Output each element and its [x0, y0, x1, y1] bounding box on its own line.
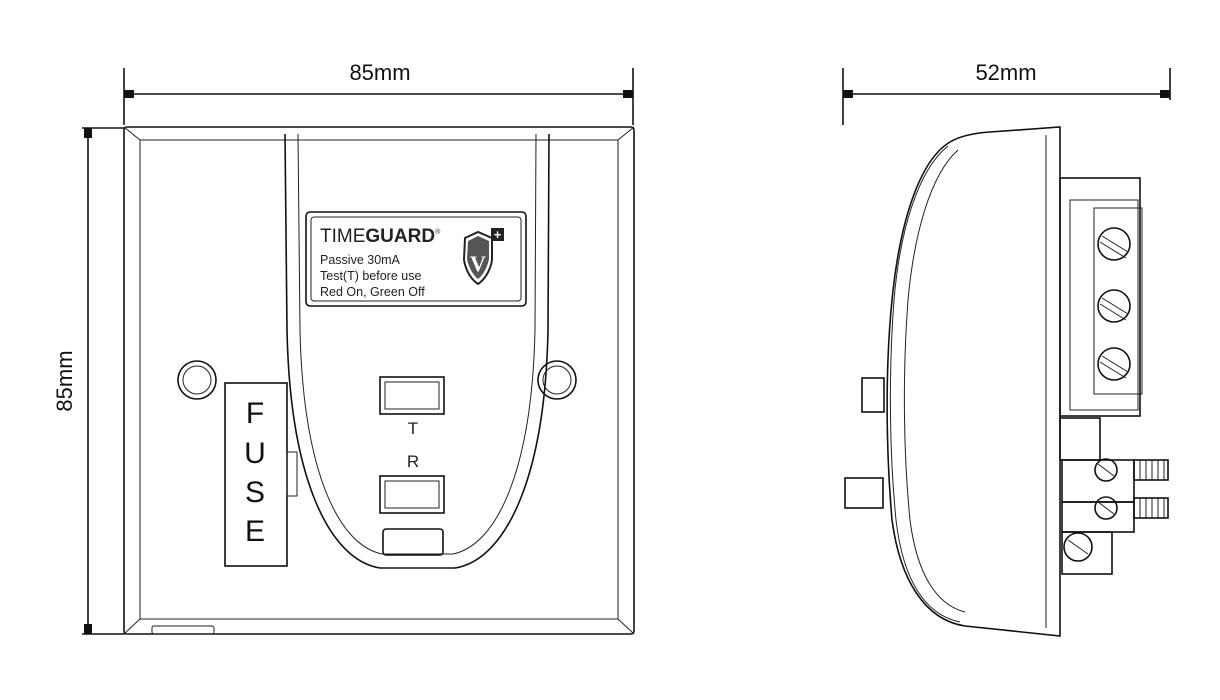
front-height-label: 85mm [52, 350, 77, 411]
fuse-letter-u: U [244, 437, 268, 470]
indicator-light [382, 528, 444, 556]
brand-logo-text: TIMEGUARD® [320, 226, 441, 247]
terminal-screw-icon-1 [1097, 227, 1131, 261]
test-button-label: T [408, 419, 418, 438]
front-width-label: 85mm [349, 60, 410, 85]
test-button[interactable] [379, 376, 445, 415]
label-line-1: Passive 30mA [320, 253, 401, 267]
front-width-dimension: 85mm [123, 60, 634, 125]
threaded-stud-upper [1133, 459, 1169, 481]
side-depth-dimension: 52mm [842, 60, 1171, 125]
terminal-screw-icon-3 [1097, 347, 1131, 381]
fuse-letter-s: S [245, 476, 267, 509]
left-screw-hole [177, 360, 217, 400]
fuse-carrier: F U S E [224, 382, 298, 567]
front-plate [123, 126, 635, 635]
reset-button[interactable] [379, 475, 445, 514]
shield-icon: V + [462, 227, 504, 286]
front-centre-arch [284, 133, 550, 569]
side-depth-label: 52mm [975, 60, 1036, 85]
side-front-tab [844, 377, 885, 509]
lower-terminal-assembly [1059, 417, 1135, 575]
threaded-stud-lower [1133, 497, 1169, 519]
reset-button-label: R [407, 452, 419, 471]
terminal-screw-icon-2 [1097, 289, 1131, 323]
right-screw-hole [537, 360, 577, 400]
label-line-2: Test(T) before use [320, 269, 421, 283]
fuse-letter-e: E [245, 515, 267, 548]
svg-text:V: V [470, 251, 486, 276]
fuse-letter-f: F [246, 397, 266, 430]
side-view-body [886, 126, 1061, 637]
front-height-dimension: 85mm [52, 127, 125, 635]
svg-text:+: + [494, 227, 502, 242]
label-line-3: Red On, Green Off [320, 285, 425, 299]
brand-label-plate: TIMEGUARD® Passive 30mA Test(T) before u… [305, 211, 527, 307]
rear-terminal-block [1059, 177, 1143, 417]
